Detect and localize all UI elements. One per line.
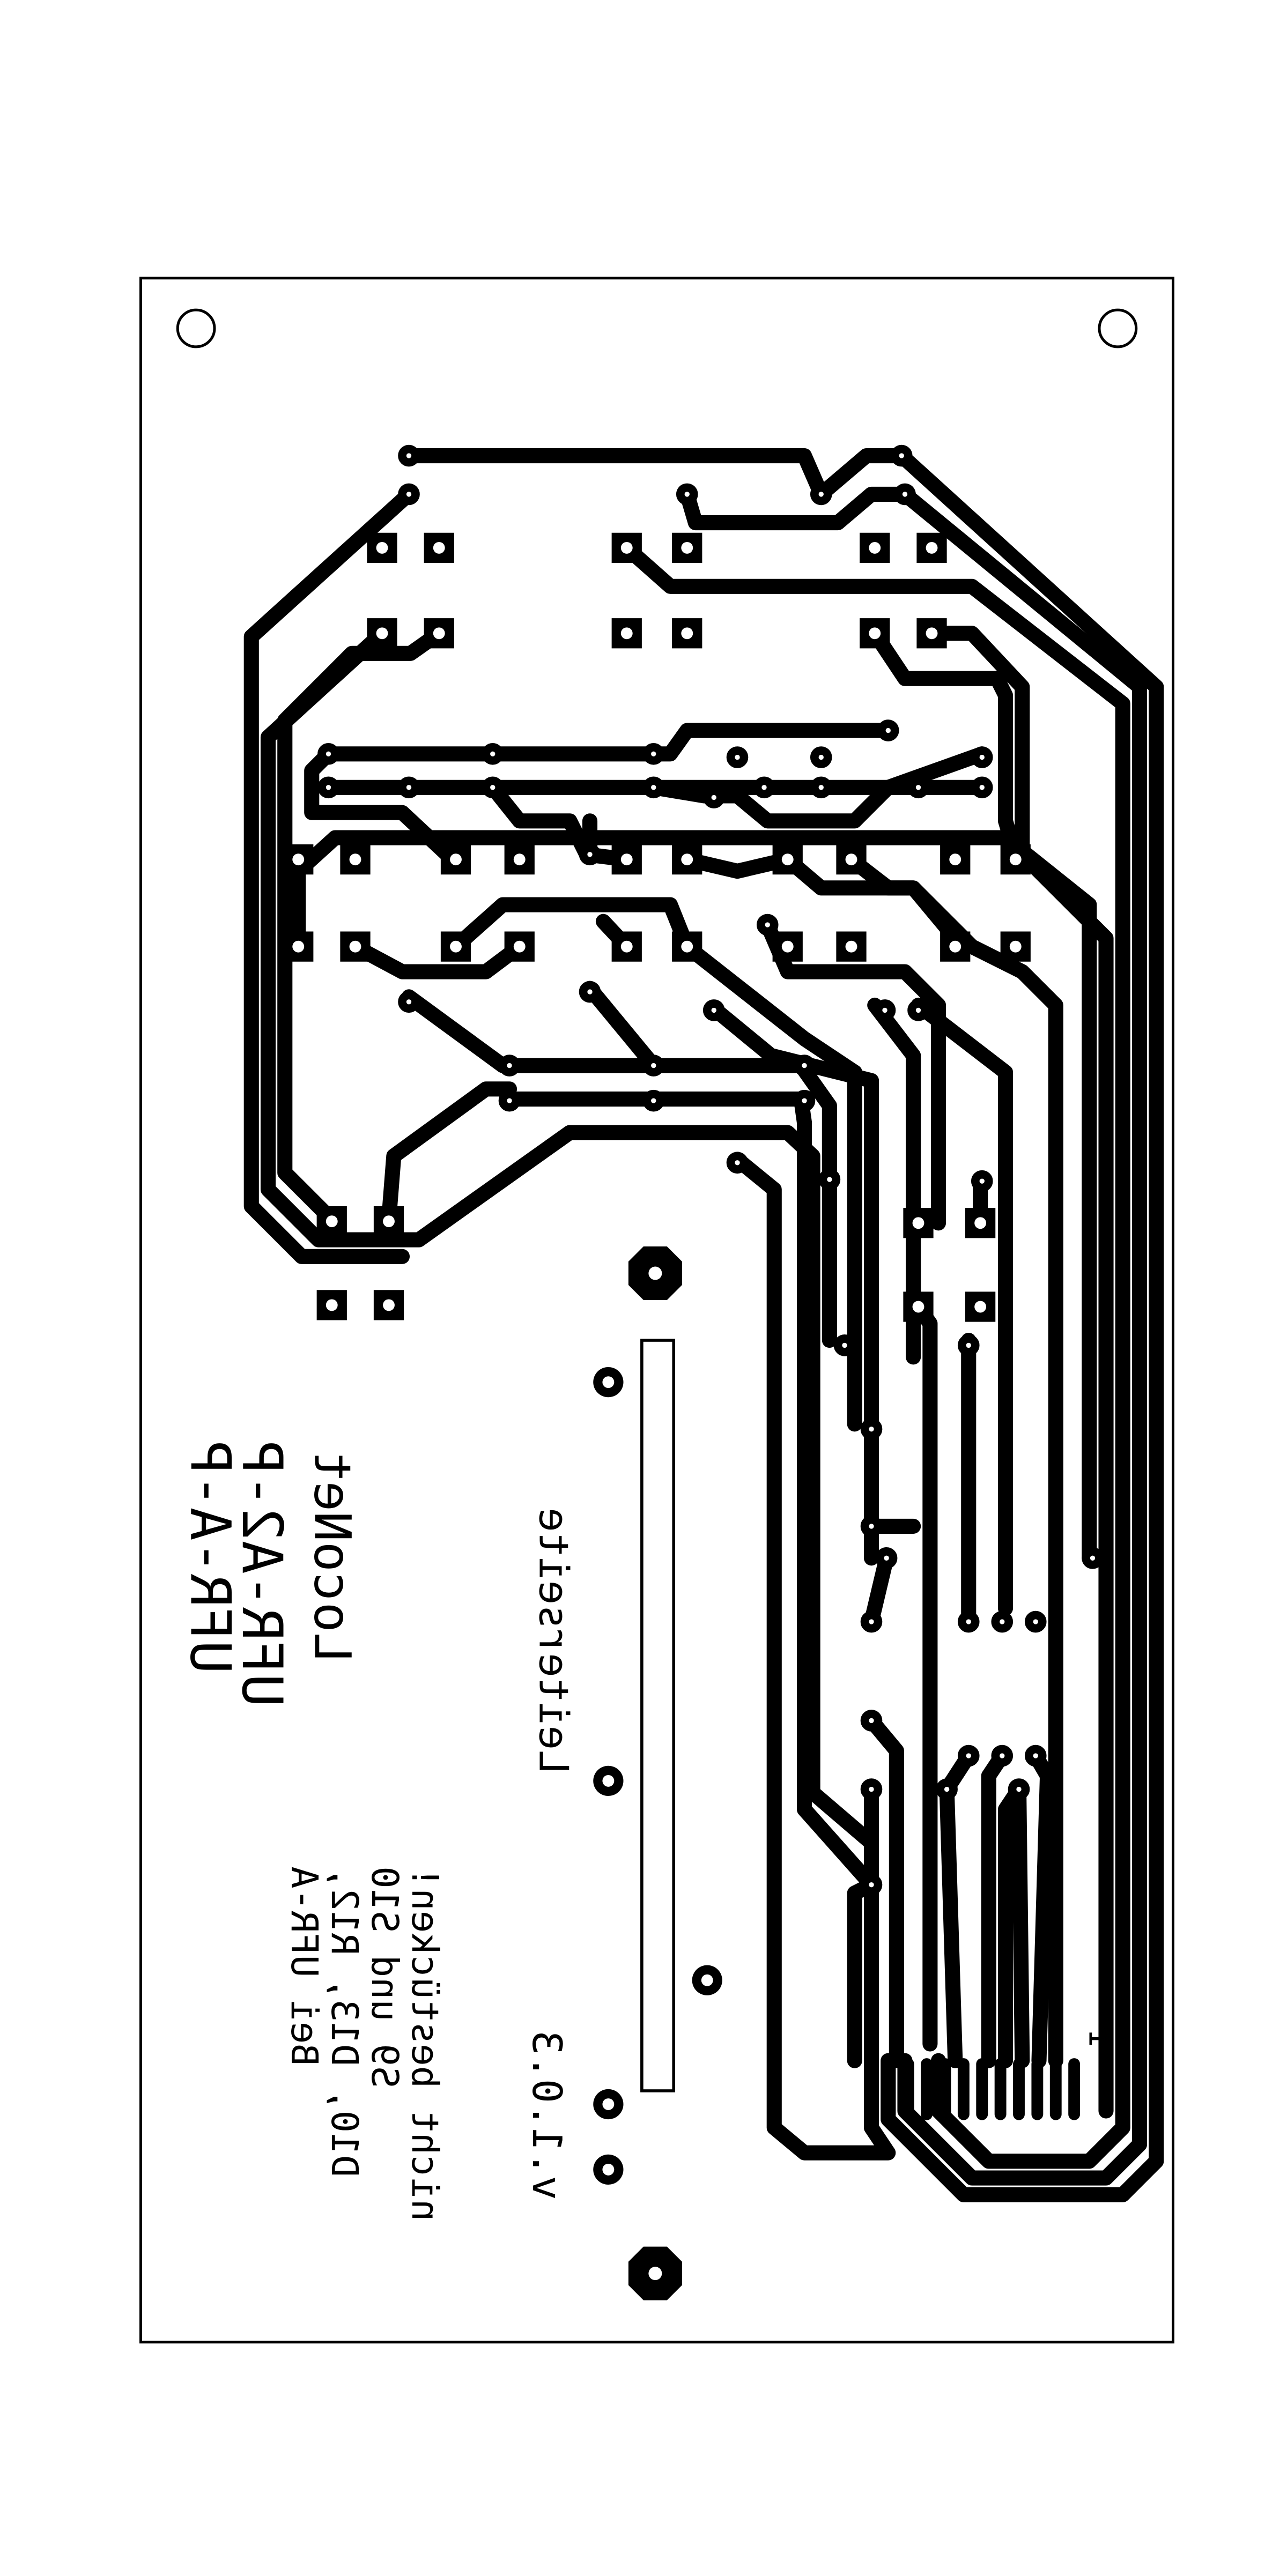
- socket-strip-outline: [640, 1339, 676, 2092]
- note-line-1: nicht bestücken!: [403, 1866, 446, 2221]
- board-name-2: UFR-A2-P: [230, 1441, 294, 1708]
- note-line-4: Bei UFR-A: [283, 1866, 326, 2066]
- square-pads: [283, 532, 1031, 1322]
- note-line-2: S9 und S10: [363, 1866, 406, 2088]
- edge-connector: [866, 2058, 1081, 2120]
- copper-traces: [243, 448, 1164, 2202]
- board-outline-group: [139, 277, 1174, 2344]
- note-line-3: D10, D13, R12,: [323, 1866, 366, 2177]
- board-name-1: UFR-A-P: [177, 1441, 242, 1674]
- mounting-hole-left: [176, 308, 216, 348]
- socket-strip: [593, 1246, 722, 2300]
- bus-name: LocoNet: [303, 1451, 361, 1662]
- board-outline: [139, 277, 1174, 2344]
- version-label: v.1.0.3: [523, 2031, 571, 2200]
- silkscreen-text: UFR-A-P UFR-A2-P LocoNet Leiterseite v.1…: [177, 1441, 1116, 2222]
- pin-one-marker: 1: [1082, 2031, 1116, 2049]
- side-note: Leiterseite: [530, 1508, 577, 1775]
- mounting-hole-right: [1098, 308, 1138, 348]
- round-pads: [317, 444, 1104, 1896]
